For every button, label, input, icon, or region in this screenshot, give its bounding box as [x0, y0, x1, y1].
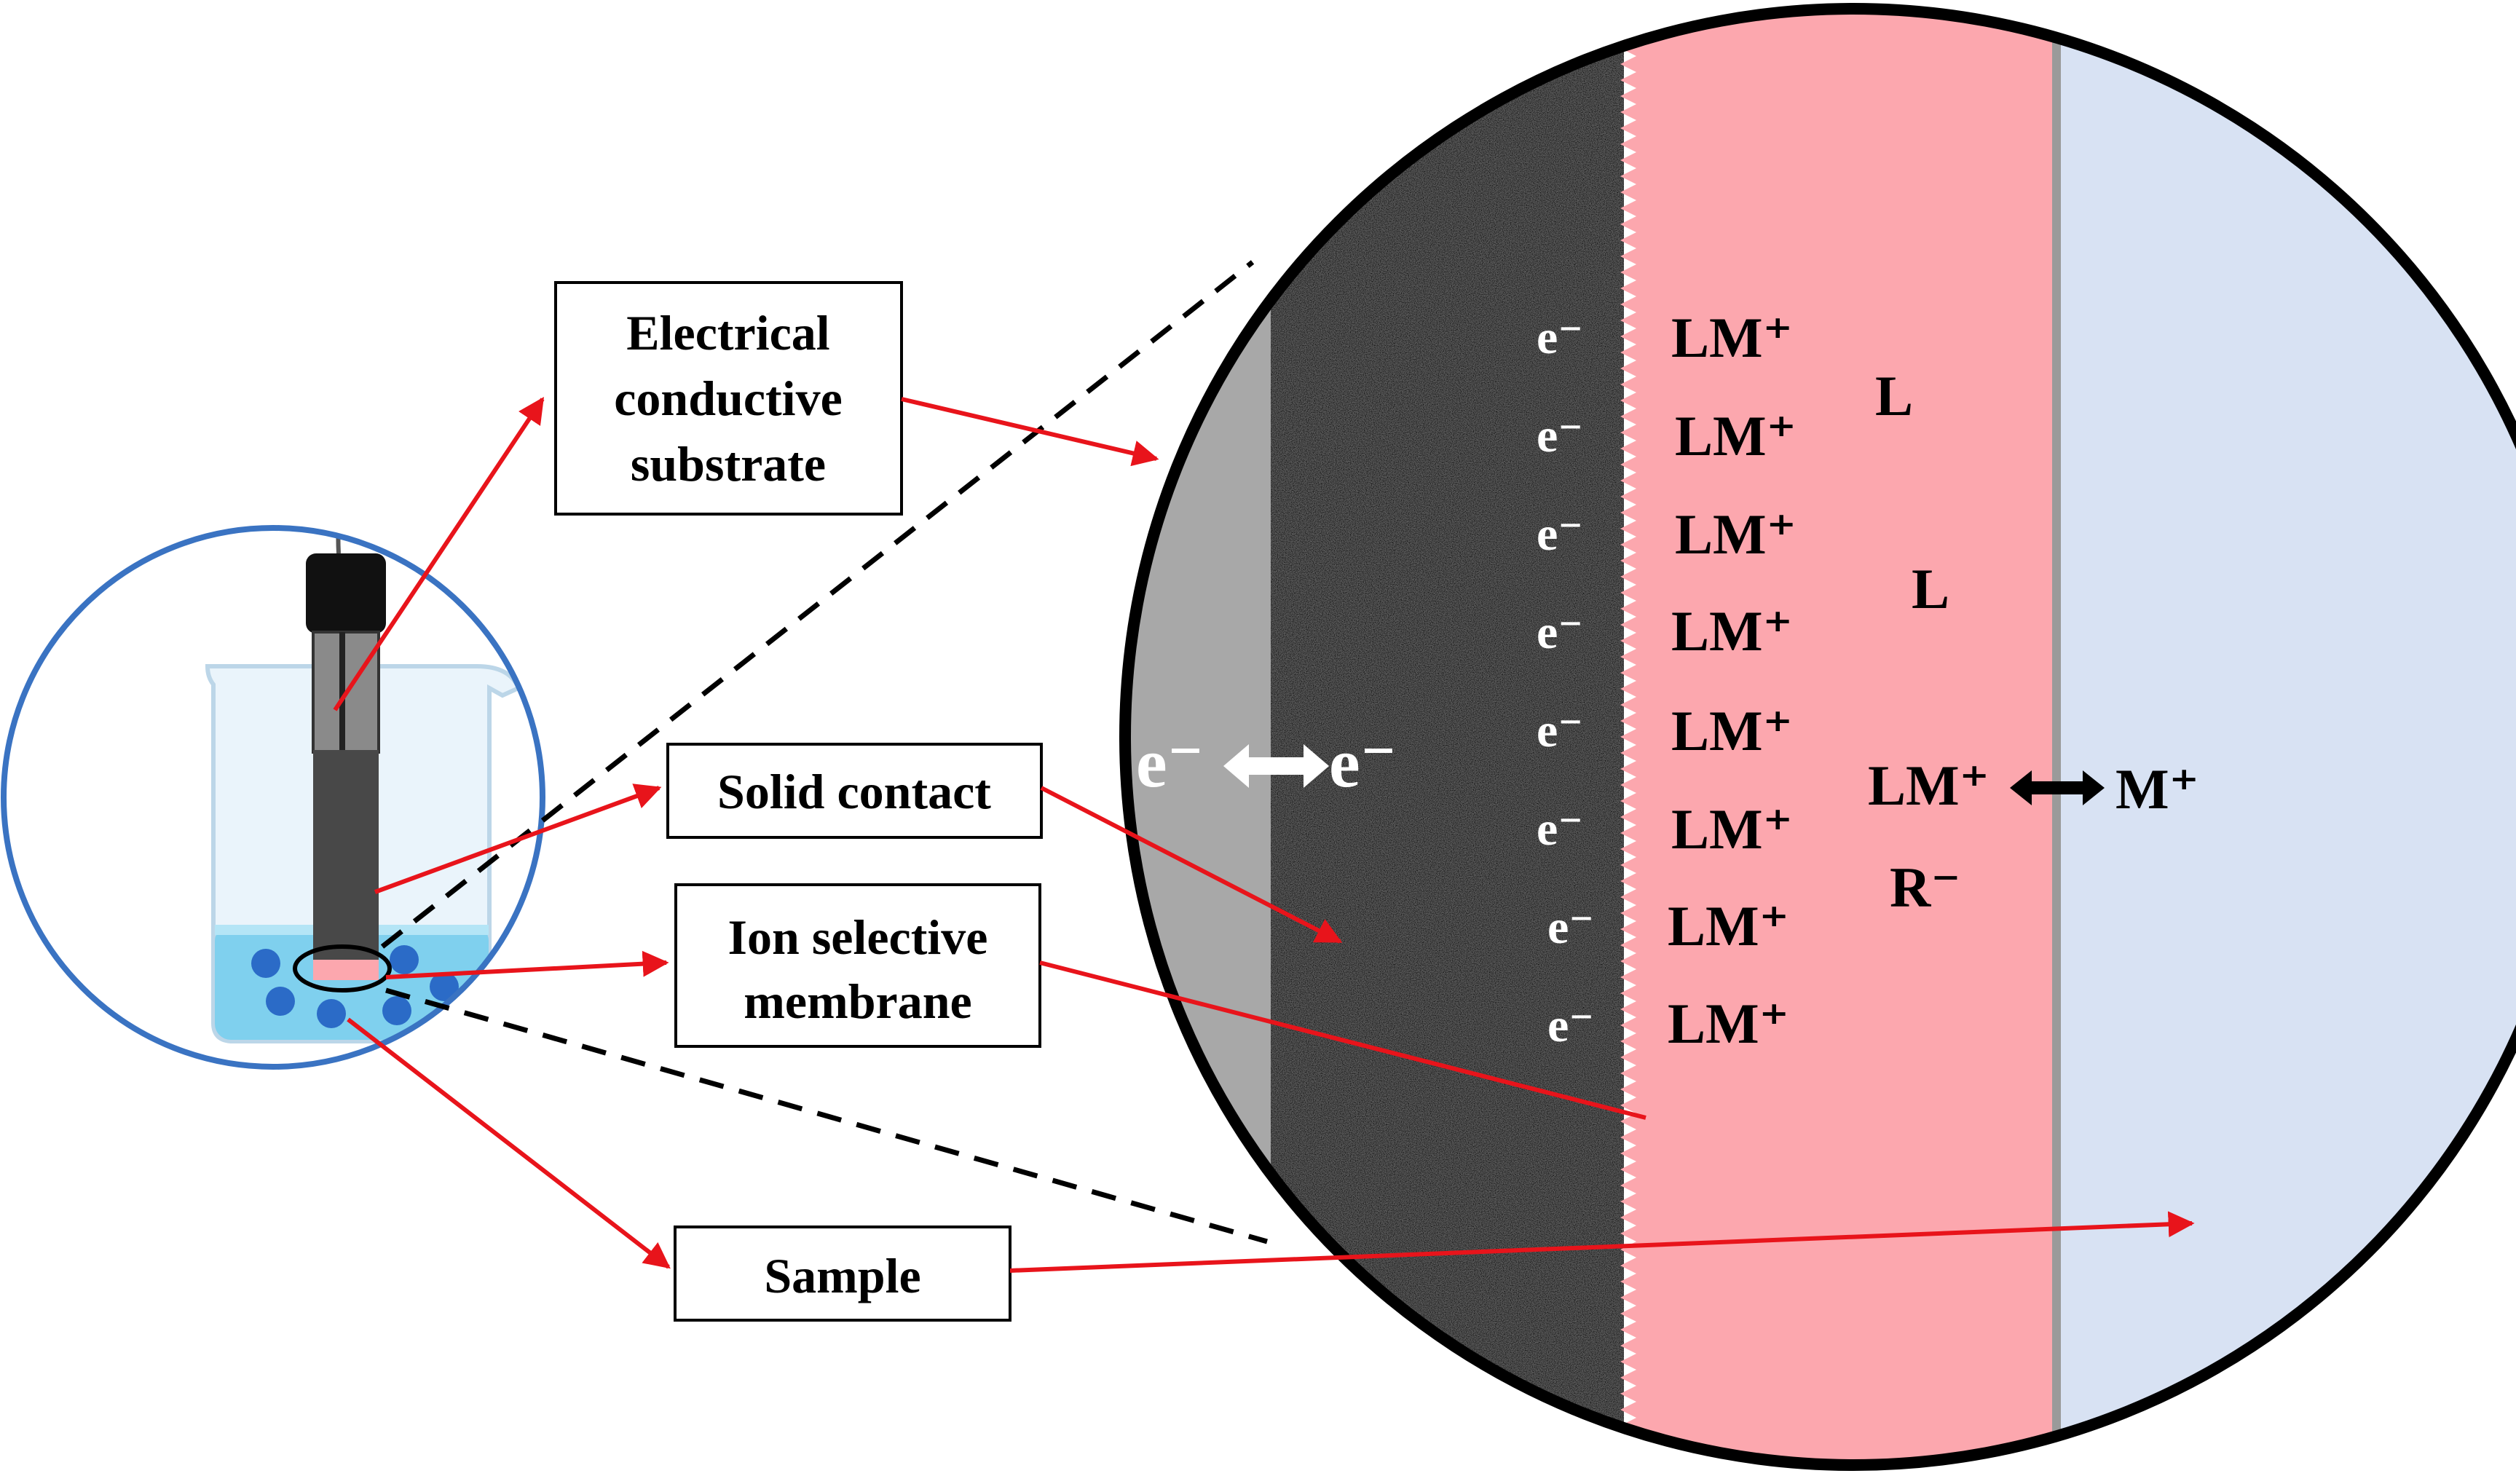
electrode-cap: [306, 553, 386, 634]
ion-dot: [251, 949, 280, 978]
electron-symbol: e⁻: [1537, 802, 1583, 856]
arrow-ism-label-to-layer: [1039, 960, 1647, 1120]
electron-exchange-arrow-icon: [1223, 744, 1329, 788]
electron-symbol: e⁻: [1537, 508, 1583, 561]
electrode-membrane-tip: [313, 960, 379, 980]
ion-exchange-arrow-icon: [2010, 770, 2105, 805]
arrow-electrode-to-substrate-label: [333, 397, 545, 711]
zoom-line-top: [380, 260, 1255, 949]
label-substrate-box: Electrical conductive substrate: [554, 281, 903, 516]
electron-symbol: e⁻: [1537, 606, 1583, 659]
electrode-cable: [336, 528, 348, 554]
zoom-circle-outline: [1119, 3, 2516, 1471]
electron-symbol: e⁻: [1329, 724, 1397, 802]
arrow-tip-to-ism-label: [385, 950, 669, 979]
arrow-beaker-to-sample-label: [347, 1017, 671, 1269]
arrow-sample-label-to-layer: [1009, 1211, 2195, 1273]
label-box-frame: [674, 1226, 1011, 1322]
complex-symbol: LM⁺: [1675, 404, 1797, 467]
electron-symbol: e⁻: [1136, 724, 1204, 802]
electrode-lower-body: [313, 750, 379, 961]
label-box-frame: [666, 743, 1043, 839]
complex-symbol: LM⁺: [1675, 502, 1797, 566]
arrow-electrode-to-solid-contact-label: [374, 784, 662, 894]
ion-dot: [430, 972, 459, 1001]
label-box-frame: [674, 883, 1041, 1048]
electron-symbol: e⁻: [1537, 704, 1583, 757]
membrane-sample-interface: [2052, 9, 2061, 1465]
complex-symbol: LM⁺: [1671, 306, 1793, 369]
electron-symbol: e⁻: [1537, 311, 1583, 364]
label-solid-contact-box: Solid contact: [666, 743, 1043, 839]
zoom-region-ellipse: [293, 944, 392, 992]
solid-contact-texture: [1271, 9, 1624, 1465]
electron-symbol: e⁻: [1547, 999, 1594, 1052]
arrow-substrate-label-to-layer: [901, 397, 1159, 467]
pointer-arrows: [333, 397, 2195, 1273]
zoom-line-bottom: [385, 987, 1268, 1244]
substrate-label-line: Electrical: [626, 305, 829, 360]
complex-symbol: LM⁺: [1668, 894, 1789, 958]
electron-symbol: e⁻: [1547, 901, 1594, 954]
ion-symbol: M⁺: [2115, 757, 2199, 821]
electron-symbol: e⁻: [1537, 409, 1583, 462]
beaker-illustration: [1, 525, 545, 1070]
ion-dot: [266, 987, 295, 1016]
ligand-symbol: L: [1912, 557, 1949, 620]
complex-symbol: LM⁺: [1671, 599, 1793, 663]
ism-label-line: Ion selective: [728, 909, 988, 965]
complex-symbol: LM⁺: [1671, 699, 1793, 762]
complex-symbol: LM⁺: [1868, 754, 1989, 817]
arrow-solid-contact-label-to-layer: [1040, 786, 1343, 944]
ion-selective-membrane-layer: [1620, 9, 2061, 1465]
zoom-symbols: e⁻ e⁻ e⁻ e⁻ e⁻ e⁻ e⁻ e⁻ LM⁺ LM⁺ LM⁺ LM⁺ …: [1136, 306, 2199, 1055]
ligand-symbol: L: [1875, 364, 1913, 427]
substrate-label-line: conductive: [614, 371, 843, 426]
label-ism-box: Ion selective membrane: [674, 883, 1041, 1048]
ion-dot: [317, 999, 346, 1028]
substrate-label-line: substrate: [631, 436, 826, 492]
anion-symbol: R⁻: [1890, 856, 1961, 919]
ion-dot: [382, 996, 411, 1025]
label-sample-box: Sample: [674, 1226, 1011, 1322]
label-box-frame: [554, 281, 903, 516]
ism-label-line: membrane: [744, 974, 971, 1029]
beaker-circle-outline: [1, 525, 545, 1070]
complex-symbol: LM⁺: [1671, 797, 1793, 861]
sample-layer: [2059, 9, 2516, 1465]
solid-contact-label: Solid contact: [717, 764, 991, 819]
sample-label: Sample: [764, 1248, 920, 1303]
complex-symbol: LM⁺: [1668, 992, 1789, 1055]
electrode-wire: [339, 632, 345, 752]
ion-dot: [390, 945, 419, 974]
